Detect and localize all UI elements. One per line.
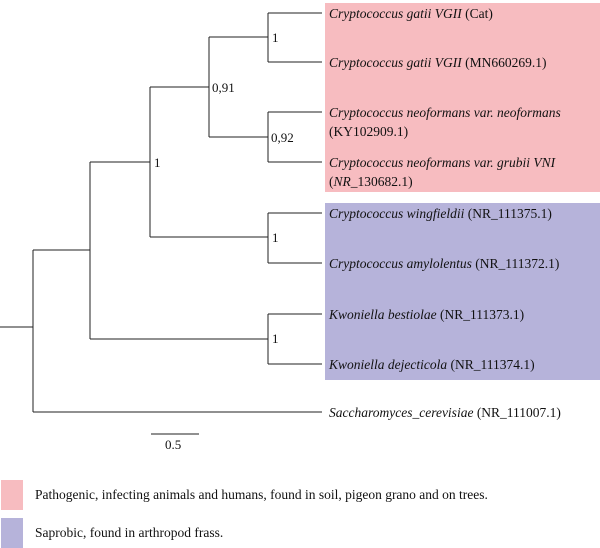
- taxon-label-t5: Cryptococcus wingfieldii (NR_111375.1): [329, 206, 552, 221]
- legend-swatch-saprobic: [1, 518, 23, 548]
- support-pathogen-clade: 0,91: [212, 80, 235, 95]
- legend-swatch-pathogenic: [1, 480, 23, 510]
- scale-bar: 0.5: [151, 433, 199, 452]
- legend-item-pathogenic: Pathogenic, infecting animals and humans…: [0, 480, 600, 510]
- tree-branches: [0, 12, 322, 413]
- taxon-labels: Cryptococcus gatii VGII (Cat) Cryptococc…: [328, 6, 561, 420]
- support-values: 1 0,91 0,92 1 1 1: [154, 30, 294, 346]
- support-neoformans-clade: 0,92: [271, 130, 294, 145]
- legend-label-saprobic: Saprobic, found in arthropod frass.: [35, 525, 224, 540]
- support-kwoniella-clade: 1: [272, 331, 279, 346]
- legend-item-saprobic: Saprobic, found in arthropod frass.: [0, 518, 600, 548]
- legend-label-pathogenic: Pathogenic, infecting animals and humans…: [35, 487, 488, 502]
- support-saprobic-crypto-clade: 1: [272, 230, 279, 245]
- taxon-label-t4-accession: (NR_130682.1): [329, 174, 413, 189]
- taxon-label-t8: Kwoniella dejecticola (NR_111374.1): [328, 357, 535, 372]
- taxon-label-t6: Cryptococcus amylolentus (NR_111372.1): [329, 256, 559, 271]
- taxon-label-t3-accession: (KY102909.1): [329, 124, 408, 139]
- scale-bar-label: 0.5: [165, 437, 181, 452]
- support-cryptococcus-clade: 1: [154, 155, 161, 170]
- taxon-label-t3: Cryptococcus neoformans var. neoformans: [329, 105, 561, 120]
- support-gatii-clade: 1: [272, 30, 279, 45]
- taxon-label-t2: Cryptococcus gatii VGII (MN660269.1): [329, 55, 546, 70]
- taxon-label-t9: Saccharomyces_cerevisiae (NR_111007.1): [329, 405, 561, 420]
- taxon-label-t4: Cryptococcus neoformans var. grubii VNI: [329, 155, 557, 170]
- phylogenetic-tree: 1 0,91 0,92 1 1 1 Cryptococcus gatii VGI…: [0, 3, 600, 452]
- taxon-label-t7: Kwoniella bestiolae (NR_111373.1): [328, 307, 524, 322]
- pathogenic-group-highlight: [325, 3, 600, 192]
- taxon-label-t1: Cryptococcus gatii VGII (Cat): [329, 6, 493, 21]
- saprobic-group-highlight: [325, 203, 600, 380]
